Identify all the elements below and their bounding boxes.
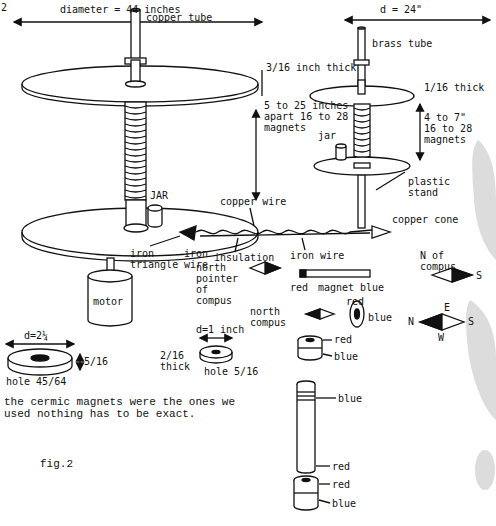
compass-direction: N bbox=[408, 316, 414, 327]
part-label: JAR bbox=[150, 190, 168, 201]
color-label: red bbox=[290, 282, 308, 293]
color-label: blue bbox=[360, 282, 384, 293]
part-label: iron triangle bbox=[130, 248, 180, 270]
part-label: copper tube bbox=[146, 12, 212, 23]
color-label: blue bbox=[332, 498, 356, 509]
compass-direction: E bbox=[444, 302, 450, 313]
magnet-ring bbox=[354, 150, 370, 152]
magnet-ring bbox=[125, 136, 146, 138]
figure-caption: fig.2 bbox=[40, 458, 73, 470]
magnet-ring bbox=[125, 124, 146, 126]
magnet-ring bbox=[125, 178, 146, 180]
dimension-label: hole 5/16 bbox=[204, 366, 258, 377]
dimension-label: 3/16 inch thick bbox=[266, 62, 356, 73]
dimension-label: 5 to 25 inches apart 16 to 28 magnets bbox=[264, 100, 354, 133]
dimension-label: 2/16 thick bbox=[160, 350, 196, 372]
compass-direction: S bbox=[468, 316, 474, 327]
magnet-ring bbox=[125, 184, 146, 186]
dimension-label: 5/16 bbox=[84, 356, 108, 367]
magnet-ring bbox=[354, 114, 370, 116]
magnet-ring bbox=[354, 120, 370, 122]
magnet-ring bbox=[125, 130, 146, 132]
magnet-ring bbox=[125, 172, 146, 174]
part-label: insulation bbox=[214, 252, 274, 263]
color-label: blue bbox=[338, 393, 362, 404]
part-label: jar bbox=[318, 130, 336, 141]
magnet-ring bbox=[354, 108, 370, 110]
dimension-label: d=2¼ bbox=[24, 330, 48, 341]
magnet-ring bbox=[125, 142, 146, 144]
magnet-ring bbox=[125, 118, 146, 120]
figure-number: 2 bbox=[1, 2, 7, 13]
dimension-label: d=1 inch bbox=[196, 324, 244, 335]
magnet-ring bbox=[125, 154, 146, 156]
magnet-ring bbox=[125, 112, 146, 114]
color-label: red bbox=[346, 296, 364, 307]
magnet-ring bbox=[125, 190, 146, 192]
color-label: red bbox=[334, 334, 352, 345]
dimension-label: hole 45/64 bbox=[6, 376, 66, 387]
magnet-ring bbox=[354, 144, 370, 146]
dimension-label: 1/16 thick bbox=[424, 82, 484, 93]
magnet-ring bbox=[354, 126, 370, 128]
part-label: north compus bbox=[250, 306, 300, 328]
part-label: motor bbox=[93, 296, 123, 307]
color-label: blue bbox=[368, 312, 392, 323]
compass-label: S bbox=[476, 270, 482, 281]
part-label: brass tube bbox=[372, 38, 432, 49]
dimension-label: 4 to 7" 16 to 28 magnets bbox=[424, 112, 484, 145]
part-label: north pointer of compus bbox=[196, 262, 244, 306]
magnet-ring bbox=[125, 148, 146, 150]
magnet-ring bbox=[125, 106, 146, 108]
part-label: iron wire bbox=[290, 250, 344, 261]
note: the cermic magnets were the ones we used… bbox=[4, 396, 254, 420]
color-label: blue bbox=[334, 351, 358, 362]
magnet-ring bbox=[354, 132, 370, 134]
part-label: magnet bbox=[318, 282, 354, 293]
compass-direction: W bbox=[438, 332, 444, 343]
color-label: red bbox=[332, 461, 350, 472]
part-label: copper wire bbox=[220, 196, 286, 207]
color-label: red bbox=[332, 479, 350, 490]
magnet-ring bbox=[125, 166, 146, 168]
magnet-ring bbox=[125, 160, 146, 162]
magnet-ring bbox=[125, 196, 146, 198]
compass-label: N of compus bbox=[420, 250, 462, 272]
part-label: copper cone bbox=[392, 214, 458, 225]
magnet-ring bbox=[354, 138, 370, 140]
part-label: plastic stand bbox=[408, 176, 460, 198]
dimension-label: d = 24" bbox=[380, 4, 422, 15]
